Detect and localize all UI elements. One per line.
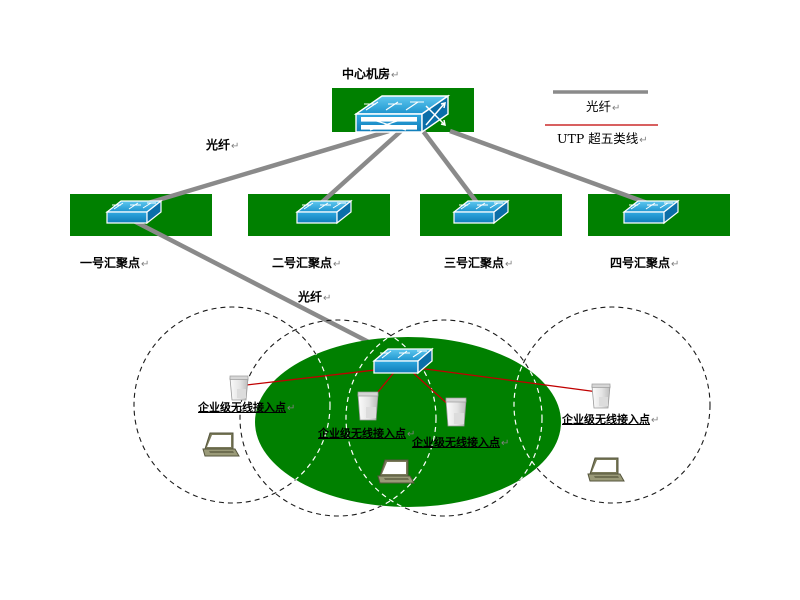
fiber-core-to-agg1 (127, 128, 390, 212)
fiber-links (126, 128, 651, 357)
utp-switch-to-ap3 (409, 369, 453, 409)
agg-switch-3-icon (452, 199, 510, 225)
pilcrow-mark: ↵ (639, 135, 648, 146)
utp-switch-to-ap1 (237, 367, 393, 387)
link-label-fiber-lower-text: 光纤 (298, 290, 323, 304)
access-point-2-label: 企业级无线接入点↵ (318, 428, 415, 440)
pilcrow-mark: ↵ (501, 438, 510, 449)
agg-point-1-label: 一号汇聚点↵ (80, 257, 149, 270)
access-switch-icon (372, 347, 434, 375)
pilcrow-mark: ↵ (391, 70, 400, 81)
agg-switch-2-icon (295, 199, 353, 225)
access-point-2-label-text: 企业级无线接入点 (318, 427, 406, 440)
laptop-center-icon (377, 459, 415, 484)
core-switch-icon (353, 94, 451, 134)
agg-point-3-label-text: 三号汇聚点 (444, 256, 505, 270)
agg-point-1-label-text: 一号汇聚点 (80, 256, 141, 270)
fiber-core-to-agg3 (421, 129, 480, 206)
pilcrow-mark: ↵ (141, 259, 150, 270)
fiber-core-to-agg2 (318, 129, 403, 206)
zone-wireless-ellipse (255, 337, 561, 507)
laptop-left-icon (202, 432, 240, 457)
access-point-1-label: 企业级无线接入点↵ (198, 402, 295, 414)
agg-switch-4-icon (622, 199, 680, 225)
pilcrow-mark: ↵ (651, 415, 660, 426)
coverage-circles-over-zone (255, 337, 561, 507)
coverage-circle-3-overlay (345, 337, 543, 507)
pilcrow-mark: ↵ (323, 293, 332, 304)
access-point-4-icon (591, 383, 611, 409)
agg-point-4-label: 四号汇聚点↵ (610, 257, 679, 270)
coverage-circle-1-overlay (255, 337, 331, 504)
access-point-3-label-text: 企业级无线接入点 (412, 436, 500, 449)
pilcrow-mark: ↵ (287, 403, 296, 414)
pilcrow-mark: ↵ (407, 429, 416, 440)
fiber-core-to-agg4 (449, 128, 651, 207)
pilcrow-mark: ↵ (612, 103, 621, 114)
access-point-4-label: 企业级无线接入点↵ (562, 414, 659, 426)
core-site-label: 中心机房↵ (342, 68, 399, 81)
pilcrow-mark: ↵ (231, 141, 240, 152)
link-label-fiber-lower: 光纤↵ (298, 291, 331, 304)
agg-point-4-label-text: 四号汇聚点 (610, 256, 671, 270)
access-point-1-label-text: 企业级无线接入点 (198, 401, 286, 414)
coverage-circle-2-overlay (255, 337, 437, 507)
agg-point-2-label-text: 二号汇聚点 (272, 256, 333, 270)
legend-item-fiber-label-text: 光纤 (586, 99, 612, 114)
laptop-right-icon (587, 457, 625, 482)
pilcrow-mark: ↵ (671, 259, 680, 270)
pilcrow-mark: ↵ (333, 259, 342, 270)
coverage-circle-4-overlay (513, 337, 561, 504)
legend-item-utp-label: UTP 超五类线↵ (557, 131, 648, 146)
core-site-label-text: 中心机房 (342, 67, 391, 81)
pilcrow-mark: ↵ (505, 259, 514, 270)
fiber-agg1-to-access-switch (126, 215, 394, 357)
utp-switch-to-ap4 (417, 367, 599, 393)
agg-point-2-label: 二号汇聚点↵ (272, 257, 341, 270)
link-label-fiber-upper-text: 光纤 (206, 138, 231, 152)
legend-item-fiber-label: 光纤↵ (586, 99, 621, 114)
legend-swatches (545, 90, 658, 126)
legend-item-utp-label-text: UTP 超五类线 (557, 131, 639, 146)
access-point-1-icon (229, 375, 249, 401)
agg-point-3-label: 三号汇聚点↵ (444, 257, 513, 270)
link-label-fiber-upper: 光纤↵ (206, 139, 239, 152)
access-point-4-label-text: 企业级无线接入点 (562, 413, 650, 426)
access-point-3-icon (445, 397, 467, 427)
access-point-2-icon (357, 391, 379, 421)
agg-switch-1-icon (105, 199, 163, 225)
access-point-3-label: 企业级无线接入点↵ (412, 437, 509, 449)
